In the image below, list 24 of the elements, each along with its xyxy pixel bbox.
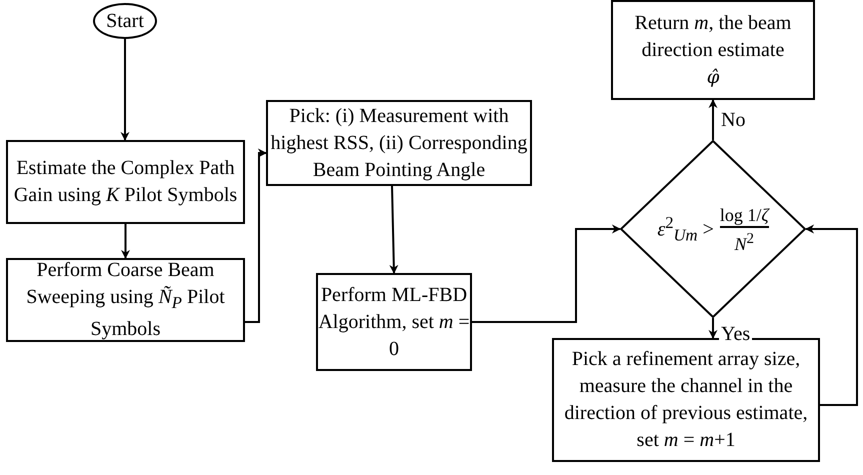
decision-diamond: [620, 140, 806, 318]
process-box: [6, 258, 245, 342]
arrow: [708, 318, 718, 339]
arrow: [389, 186, 398, 274]
arrow: [245, 148, 267, 323]
arrow: [805, 224, 858, 406]
formula-text: ε$^{2}$$_{Um}$ >: [657, 212, 714, 247]
step-text: Estimate the Complex Path Gain using K Pilot Symbols: [12, 156, 238, 208]
fraction-numerator: log 1/ζ: [720, 204, 769, 228]
arrow: [472, 224, 621, 323]
process-box: [6, 140, 245, 224]
arrow: [121, 224, 130, 259]
arrow: [708, 99, 718, 140]
step-text: Perform Coarse Beam Sweeping using Ñ$_{P}$ Pilot Symbols: [25, 258, 226, 342]
fraction-denominator: N$^{2}$: [734, 230, 754, 254]
process-box: [316, 273, 472, 371]
symbol-text: φ̂: [706, 66, 720, 90]
step-text: Pick: (i) Measurement with highest RSS, (ii) Corresponding Beam Pointing Angle: [270, 104, 528, 182]
step-text: Perform ML-FBD Algorithm, set m = 0: [318, 282, 470, 362]
step-text: Start: [106, 8, 144, 34]
arrow: [120, 39, 130, 141]
step-text: Return m, the beam direction estimate: [634, 10, 792, 62]
process-box: [611, 0, 815, 100]
step-text: Pick a refinement array size, measure the channel in the direction of previous estimate, set m = m+1: [563, 347, 809, 453]
